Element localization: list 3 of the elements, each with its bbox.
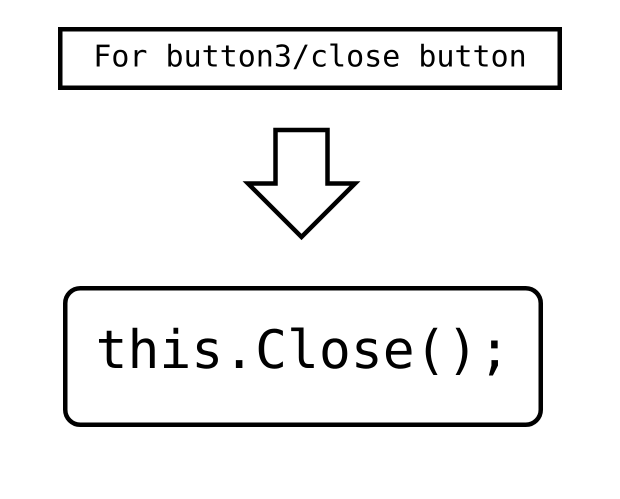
text-box: For button3/close button <box>58 27 562 90</box>
code-box: this.Close(); <box>63 286 543 427</box>
block-arrow <box>242 128 360 240</box>
